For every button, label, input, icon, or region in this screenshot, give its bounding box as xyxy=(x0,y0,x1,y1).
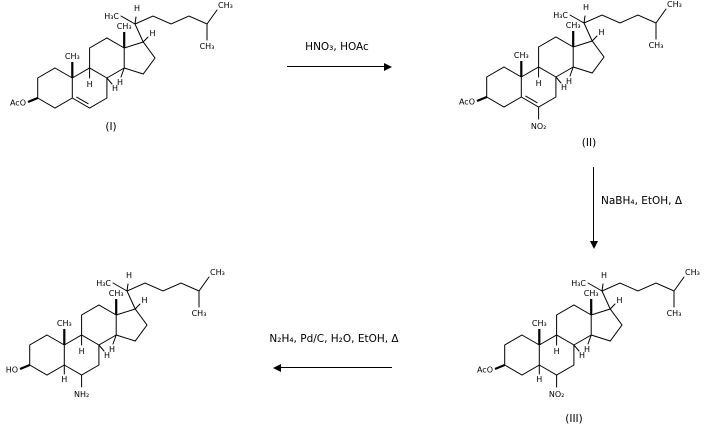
steroid-skeleton xyxy=(504,276,685,376)
c13-methyl-label: CH₃ xyxy=(109,289,124,298)
c20-h-label: H xyxy=(583,3,589,12)
c9-h-label: H xyxy=(79,347,85,356)
steroid-skeleton xyxy=(29,276,210,376)
c14-h-label: H xyxy=(117,78,123,87)
c20-h-label: H xyxy=(134,4,140,13)
step3-arrow-line xyxy=(281,367,392,368)
step3-arrowhead-icon xyxy=(273,363,281,372)
c13-methyl-label: CH₃ xyxy=(584,289,599,298)
structure-compound-i: CH₃ CH₃ H₃C CH₃ CH₃ H H H H H AcO xyxy=(10,1,233,109)
structure-final-product: CH₃ CH₃ H₃C CH₃ CH₃ H H H H H HO NH₂ H xyxy=(6,268,225,399)
wedge-bonds xyxy=(494,299,593,371)
c5-c6-double-bond xyxy=(525,95,538,104)
step1-reagents-label: HNO₃, HOAc xyxy=(305,41,369,53)
c26-methyl-label: CH₃ xyxy=(667,0,682,9)
c17-h-label: H xyxy=(617,296,623,305)
c6-nitro-bond xyxy=(538,364,558,388)
c3-acetoxy-label: AcO xyxy=(477,366,493,375)
c14-h-label: H xyxy=(109,345,115,354)
c27-methyl-label: CH₃ xyxy=(192,309,207,318)
c8-h-label: H xyxy=(104,351,110,360)
compound-i-caption: (I) xyxy=(105,121,117,133)
c5-c6-double-bond xyxy=(76,96,89,105)
c13-methyl-label: CH₃ xyxy=(566,21,581,30)
step1-arrowhead-icon xyxy=(384,62,392,71)
c6-amino-label: NH₂ xyxy=(74,390,89,399)
c17-h-label: H xyxy=(599,28,605,37)
c20-h-label: H xyxy=(601,271,607,280)
c6-nitro-label: NO₂ xyxy=(549,390,565,399)
c17-h-label: H xyxy=(142,296,148,305)
wedge-bonds xyxy=(27,32,126,104)
c21-methyl-label: H₃C xyxy=(571,279,586,288)
c5-h-label: H xyxy=(61,375,67,384)
c14-h-label: H xyxy=(566,77,572,86)
c5-h-label: H xyxy=(536,375,542,384)
c26-methyl-label: CH₃ xyxy=(210,268,225,277)
c8-h-label: H xyxy=(579,351,585,360)
c17-h-label: H xyxy=(150,29,156,38)
steroid-skeleton xyxy=(37,9,218,109)
c10-methyl-label: CH₃ xyxy=(65,52,80,61)
c6-amino-bond xyxy=(63,364,83,388)
step3-reagents-label: N₂H₄, Pd/C, H₂O, EtOH, Δ xyxy=(269,333,399,345)
c3-acetoxy-label: AcO xyxy=(10,99,26,108)
c21-methyl-label: H₃C xyxy=(553,11,568,20)
c9-h-label: H xyxy=(536,79,542,88)
c21-methyl-label: H₃C xyxy=(104,12,119,21)
c3-acetoxy-label: AcO xyxy=(459,98,475,107)
c9-h-label: H xyxy=(554,347,560,356)
steroid-skeleton xyxy=(486,8,667,108)
c9-h-label: H xyxy=(87,80,93,89)
c10-methyl-label: CH₃ xyxy=(57,319,72,328)
step1-arrow-line xyxy=(287,66,386,67)
compound-iii-caption: (III) xyxy=(565,413,583,425)
c27-methyl-label: CH₃ xyxy=(200,42,215,51)
step2-arrow-line xyxy=(593,167,594,241)
c27-methyl-label: CH₃ xyxy=(667,309,682,318)
c26-methyl-label: CH₃ xyxy=(685,268,700,277)
c3-hydroxy-label: HO xyxy=(6,366,18,375)
structure-compound-iii: CH₃ CH₃ H₃C CH₃ CH₃ H H H H H AcO NO₂ H xyxy=(477,268,700,399)
c13-methyl-label: CH₃ xyxy=(117,22,132,31)
c27-methyl-label: CH₃ xyxy=(649,41,664,50)
c14-h-label: H xyxy=(584,345,590,354)
wedge-bonds xyxy=(476,31,575,103)
c6-nitro-label: NO₂ xyxy=(531,122,547,131)
c26-methyl-label: CH₃ xyxy=(218,1,233,10)
c8-h-label: H xyxy=(561,83,567,92)
compound-ii-caption: (II) xyxy=(581,137,597,149)
c10-methyl-label: CH₃ xyxy=(532,319,547,328)
c10-methyl-label: CH₃ xyxy=(514,51,529,60)
structure-compound-ii: CH₃ CH₃ H₃C CH₃ CH₃ H H H H H AcO NO₂ xyxy=(459,0,682,131)
step2-arrowhead-icon xyxy=(589,241,598,249)
wedge-bonds xyxy=(19,299,118,371)
c8-h-label: H xyxy=(112,84,118,93)
step2-reagents-label: NaBH₄, EtOH, Δ xyxy=(601,195,683,207)
c20-h-label: H xyxy=(126,271,132,280)
c21-methyl-label: H₃C xyxy=(96,279,111,288)
